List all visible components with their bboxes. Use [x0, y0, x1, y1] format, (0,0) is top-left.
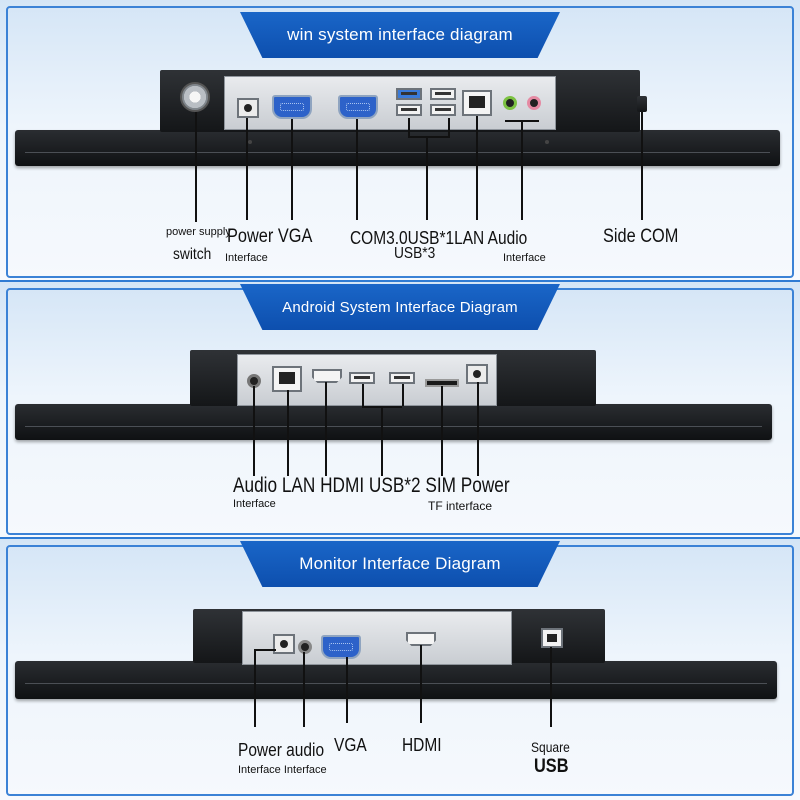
com-port-icon: [338, 95, 378, 119]
monitor-section-title: Monitor Interface Diagram: [240, 541, 560, 587]
side-com-label: Side COM: [603, 226, 679, 247]
win-frame: [6, 6, 794, 278]
lan-port-icon: [462, 90, 492, 116]
usb3-port-icon: [396, 88, 422, 100]
square-label: Square: [531, 739, 570, 755]
win-section-title: win system interface diagram: [240, 12, 560, 58]
android-audio-interface-label: Interface: [233, 498, 276, 510]
android-device-base: [15, 404, 772, 440]
side-com-port-icon: [637, 96, 647, 112]
power-switch-icon: [180, 82, 210, 112]
android-section: Android System Interface Diagram Audio L…: [0, 282, 800, 539]
usb-port-icon: [430, 88, 456, 100]
monitor-vga-label: VGA: [334, 735, 367, 755]
tf-interface-label: TF interface: [428, 499, 493, 513]
usb-label: USB: [534, 756, 569, 777]
usb-port-icon: [396, 104, 422, 116]
usb-port-icon: [389, 372, 415, 384]
power-supply-label: power supply: [166, 226, 231, 238]
audio-out-jack-icon: [503, 96, 517, 110]
audio-interface-label: Interface: [503, 252, 546, 264]
hdmi-port-icon: [312, 369, 342, 383]
audio-jack-icon: [298, 640, 312, 654]
hdmi-port-icon: [406, 632, 436, 646]
dc-power-port-icon: [273, 634, 295, 654]
win-section: win system interface diagram: [0, 0, 800, 282]
vga-port-icon: [272, 95, 312, 119]
lan-port-icon: [272, 366, 302, 392]
mic-jack-icon: [527, 96, 541, 110]
win-device-base: [15, 130, 780, 166]
monitor-device-base: [15, 661, 777, 699]
monitor-hdmi-label: HDMI: [402, 735, 442, 755]
android-section-title: Android System Interface Diagram: [240, 284, 560, 330]
power-audio-label: Power audio: [238, 740, 325, 760]
com-usb-lan-audio-label: COM3.0USB*1LAN Audio: [350, 228, 528, 248]
usb-port-icon: [349, 372, 375, 384]
usb3-label: USB*3: [394, 245, 436, 262]
dc-power-port-icon: [237, 98, 259, 118]
monitor-section: Monitor Interface Diagram Power audio In…: [0, 539, 800, 800]
power-interface-label: Interface: [225, 252, 268, 264]
android-ports-label: Audio LAN HDMI USB*2 SIM Power: [233, 474, 510, 497]
switch-label: switch: [173, 246, 212, 263]
usb-port-icon: [430, 104, 456, 116]
dc-power-port-icon: [466, 364, 488, 384]
usb-b-port-icon: [541, 628, 563, 648]
vga-port-icon: [321, 635, 361, 659]
monitor-interface-label: Interface Interface: [238, 764, 327, 776]
power-vga-label: Power VGA: [227, 226, 313, 247]
